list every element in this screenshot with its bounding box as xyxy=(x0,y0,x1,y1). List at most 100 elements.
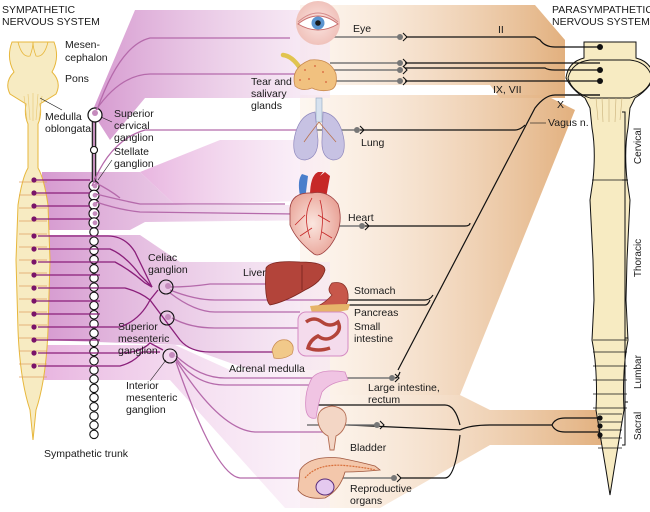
label-vagus: Vagus n. xyxy=(548,117,589,129)
parasympathetic-spinal-cord xyxy=(565,41,650,496)
para-sacral-trunk xyxy=(459,424,552,431)
trunk-ganglion-bead xyxy=(89,346,99,357)
sym-fiber-heart2 xyxy=(95,201,296,215)
sympathetic-origin-dot xyxy=(31,298,37,304)
label-small-intestine-1: Small xyxy=(354,321,380,333)
liver-shape xyxy=(265,261,326,306)
sympathetic-origin-dot xyxy=(31,246,37,252)
sym-pre-adrenal xyxy=(38,287,280,353)
trunk-ganglion-bead xyxy=(89,300,99,311)
stellate-pointer xyxy=(97,159,113,181)
trunk-ganglion-bead xyxy=(89,383,99,394)
medulla-pointer xyxy=(39,97,63,111)
para-pre-lung xyxy=(360,124,526,131)
trunk-ganglion-bead xyxy=(89,319,99,329)
sym-post-bladder xyxy=(175,359,340,433)
parasympathetic-title-2: NERVOUS SYSTEM xyxy=(552,16,650,28)
trunk-ganglion-bead xyxy=(89,374,99,384)
synapse-chevron xyxy=(394,373,400,383)
tick-1 xyxy=(625,179,628,403)
label-celiac-2: ganglion xyxy=(148,264,188,276)
para-vagus-trunk xyxy=(397,94,600,371)
tear-gland-organ xyxy=(280,52,337,92)
label-tear-1: Tear and xyxy=(251,76,292,88)
label-mesencephalon-1: Mesen- xyxy=(65,39,101,51)
label-sup-mes-1: Superior xyxy=(118,321,158,333)
trunk-ganglion-core xyxy=(92,211,98,217)
trunk-ganglion-bead xyxy=(89,227,99,237)
para-pre-pancreas xyxy=(340,299,431,306)
sympathetic-origin-dot xyxy=(31,350,37,356)
label-cranial-x: X xyxy=(557,99,564,111)
ganglion-dot xyxy=(359,223,365,229)
label-medulla-2: oblongata xyxy=(45,123,91,135)
trunk-ganglion-bead xyxy=(89,236,99,246)
sympathetic-origin-dot xyxy=(31,311,37,317)
medulla-striations-right xyxy=(595,97,623,123)
pancreas-organ xyxy=(310,304,350,314)
lung-left xyxy=(293,111,319,161)
label-tear-2: salivary xyxy=(251,88,287,100)
label-small-intestine-2: intestine xyxy=(354,333,393,345)
bladder-organ xyxy=(317,405,347,451)
sym-pre-inf-mes-2 xyxy=(38,351,160,367)
vessel-red xyxy=(310,172,330,198)
trunk-ganglion-bead xyxy=(89,420,99,430)
synapse-chevron xyxy=(402,65,408,75)
ganglion-dot xyxy=(354,127,360,133)
trunk-ganglion-bead xyxy=(89,245,99,256)
trunk-ganglion-bead xyxy=(89,264,99,274)
ganglion-dot xyxy=(391,475,397,481)
sym-pre-inf-mes xyxy=(38,342,164,354)
inf-mes-pointer xyxy=(149,359,167,382)
label-inf-mes-2: mesenteric xyxy=(126,392,177,404)
sympathetic-origin-dot xyxy=(31,337,37,343)
sym-post-liver xyxy=(169,283,275,288)
sym-fiber-lung xyxy=(91,129,300,187)
superior-mesenteric-ganglion-core xyxy=(165,314,171,320)
trunk-ganglion-bead xyxy=(89,392,99,403)
label-stellate-1: Stellate xyxy=(114,146,149,158)
lung-right xyxy=(321,111,345,161)
trunk-ganglion-bead xyxy=(89,328,99,338)
synapse-chevron xyxy=(402,58,408,68)
heart-organ xyxy=(289,172,341,256)
eye-organ xyxy=(296,1,340,45)
trunk-ganglion-bead xyxy=(89,291,99,302)
adrenal-organ xyxy=(271,339,294,359)
reproductive-duct xyxy=(304,464,376,479)
trunk-ganglion-core xyxy=(92,220,98,226)
sympathetic-origin-dot xyxy=(31,216,37,222)
label-cranial-ii: II xyxy=(498,24,504,36)
sympathetic-title-2: NERVOUS SYSTEM xyxy=(2,16,100,28)
tear-duct xyxy=(280,52,303,71)
tear-gland-shape xyxy=(293,59,337,92)
para-pre-tear2 xyxy=(405,67,600,71)
testis xyxy=(315,478,335,496)
superior-cervical-ganglion-core xyxy=(92,110,98,116)
sympathetic-bands xyxy=(42,10,330,508)
label-sup-mes-2: mesenteric xyxy=(118,333,169,345)
trunk-ganglion-bead xyxy=(89,310,99,320)
label-superior-cervical-3: ganglion xyxy=(114,132,154,144)
eye-pupil xyxy=(315,20,321,26)
eye-lid xyxy=(297,12,339,23)
para-band-cranial xyxy=(300,5,565,98)
synapse-chevron xyxy=(402,32,408,42)
sym-band-abdomen xyxy=(42,235,330,370)
para-pre-bladder xyxy=(347,424,461,431)
celiac-ganglion xyxy=(158,279,174,295)
sympathetic-origin-dot xyxy=(31,259,37,265)
label-inf-mes-3: ganglion xyxy=(126,404,166,416)
label-stellate-2: ganglion xyxy=(114,158,154,170)
para-band-sacral xyxy=(300,395,605,508)
region-cervical: Cervical xyxy=(633,128,644,164)
liver-organ xyxy=(265,261,326,306)
sym-fiber-tear xyxy=(95,73,310,111)
sympathetic-origin-dot xyxy=(31,177,37,183)
sympathetic-origin-dot xyxy=(31,324,37,330)
labels: SYMPATHETIC NERVOUS SYSTEM PARASYMPATHET… xyxy=(2,4,650,507)
label-heart: Heart xyxy=(348,212,374,224)
sympathetic-origin-dots xyxy=(31,177,37,369)
sc-ganglion-pointer xyxy=(100,116,113,123)
